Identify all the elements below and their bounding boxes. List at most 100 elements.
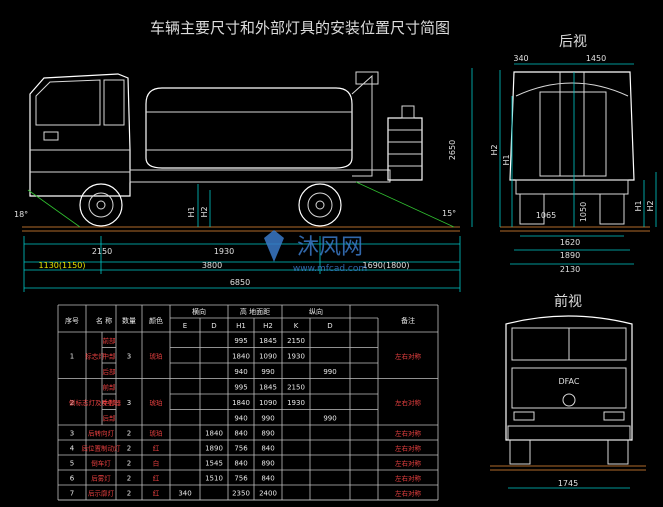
row-color: 红: [153, 489, 160, 498]
header-E: E: [183, 322, 187, 330]
front-view: 前视 DFAC 1745: [490, 293, 646, 489]
cell-H2: 890: [261, 460, 274, 468]
cell-H2: 1090: [259, 399, 277, 407]
row-qty: 2: [127, 475, 131, 483]
cell-H1: 756: [234, 475, 248, 483]
side-view: 18° 15° 2150 1930 1130(1150) 3800 1690(1…: [14, 68, 473, 292]
cell-K: 2150: [287, 337, 305, 345]
row-no: 1: [70, 352, 74, 360]
cell-D2: 990: [323, 368, 336, 376]
dim-3800: 3800: [202, 261, 222, 270]
front-dim-1745: 1745: [558, 479, 578, 488]
rear-view-label: 后视: [559, 34, 587, 50]
front-badge: DFAC: [559, 377, 580, 386]
dim-1130: 1130(1150): [39, 261, 86, 270]
rear-h2-label: H2: [490, 144, 499, 155]
rear-dim-1450: 1450: [586, 54, 606, 63]
row-subposition: 后部: [103, 367, 117, 376]
rear-dim-1050: 1050: [579, 202, 588, 222]
cell-H1: 940: [234, 368, 247, 376]
cell-K: 2150: [287, 383, 305, 391]
row-qty: 3: [127, 352, 131, 360]
row-qty: 2: [127, 460, 131, 468]
rear-view: 后视 340 1450 H2 H1 H1 H2 1050 1065 1620 1…: [490, 34, 657, 274]
cell-H2: 990: [261, 414, 274, 422]
row-subposition: 中部: [103, 351, 117, 360]
row-no: 6: [70, 475, 75, 483]
cell-H1: 840: [234, 460, 247, 468]
row-qty: 2: [127, 445, 131, 453]
cell-H1: 1840: [232, 399, 250, 407]
dim-2650: 2650: [448, 140, 457, 160]
cell-H2: 1845: [259, 337, 277, 345]
row-subposition: 前部: [103, 336, 117, 345]
header-K: K: [294, 322, 299, 330]
cell-H1: 1840: [232, 352, 250, 360]
cell-H2: 1845: [259, 383, 277, 391]
side-h2-label: H2: [200, 206, 209, 217]
cell-H2: 840: [261, 445, 274, 453]
cell-H2: 840: [261, 475, 274, 483]
header-color: 颜色: [149, 316, 163, 325]
cell-H2: 990: [261, 368, 274, 376]
header-height: 高 地面距: [240, 307, 270, 316]
rear-angle-label: 15°: [442, 209, 456, 218]
rear-dim-1620: 1620: [560, 238, 580, 247]
row-name: 后示廓灯: [88, 489, 115, 498]
rear-dim-2130: 2130: [560, 265, 580, 274]
header-name: 名 称: [96, 316, 112, 325]
rear-dim-1065: 1065: [536, 211, 556, 220]
cell-D: 1890: [205, 445, 223, 453]
row-qty: 3: [127, 399, 131, 407]
cell-D: 1545: [205, 460, 223, 468]
cell-H1: 756: [234, 445, 248, 453]
dim-6850: 6850: [230, 278, 250, 287]
row-subposition: 中部: [103, 398, 117, 407]
header-D: D: [211, 322, 216, 330]
row-qty: 2: [127, 430, 131, 438]
watermark: 沐风网 www.mfcad.com: [264, 230, 367, 274]
cell-H1: 840: [234, 430, 247, 438]
header-no: 序号: [65, 316, 79, 325]
row-color: 琥珀: [150, 429, 163, 438]
front-view-label: 前视: [554, 293, 582, 310]
row-no: 3: [70, 430, 74, 438]
header-horizontal: 横向: [192, 307, 206, 316]
header-H2: H2: [263, 322, 273, 330]
row-note: 左右对称: [395, 474, 422, 483]
header-note: 备注: [401, 316, 415, 325]
row-no: 2: [70, 399, 74, 407]
front-angle-label: 18°: [14, 210, 28, 219]
row-note: 左右对称: [395, 459, 422, 468]
cell-D: 1840: [205, 430, 223, 438]
cell-H1: 995: [234, 383, 247, 391]
dim-2150: 2150: [92, 247, 112, 256]
row-name: 后转向灯: [88, 429, 115, 438]
dim-1690: 1690(1800): [363, 261, 410, 270]
watermark-text: 沐风网: [297, 235, 363, 260]
row-name: 后位置制动灯: [82, 444, 122, 453]
row-note: 左右对称: [395, 489, 422, 498]
row-note: 左右对称: [395, 429, 422, 438]
cell-D2: 990: [323, 414, 336, 422]
cell-D: 1510: [205, 475, 223, 483]
row-color: 红: [153, 474, 160, 483]
row-subposition: 后部: [103, 413, 117, 422]
row-name: 标志灯: [85, 351, 105, 360]
side-h1-label: H1: [187, 206, 196, 217]
cell-H2: 2400: [259, 490, 277, 498]
header-D2: D: [327, 322, 332, 330]
row-name: 倒车灯: [91, 459, 111, 468]
header-qty: 数量: [122, 316, 136, 325]
cell-H2: 1090: [259, 352, 277, 360]
rear-h2b-label: H2: [646, 200, 655, 211]
rear-dim-340: 340: [513, 54, 528, 63]
header-longitudinal: 纵向: [309, 307, 323, 316]
cell-K: 1930: [287, 352, 305, 360]
cell-H1: 995: [234, 337, 247, 345]
row-subposition: 前部: [103, 382, 117, 391]
cell-H2: 890: [261, 430, 274, 438]
cell-E: 340: [178, 490, 191, 498]
